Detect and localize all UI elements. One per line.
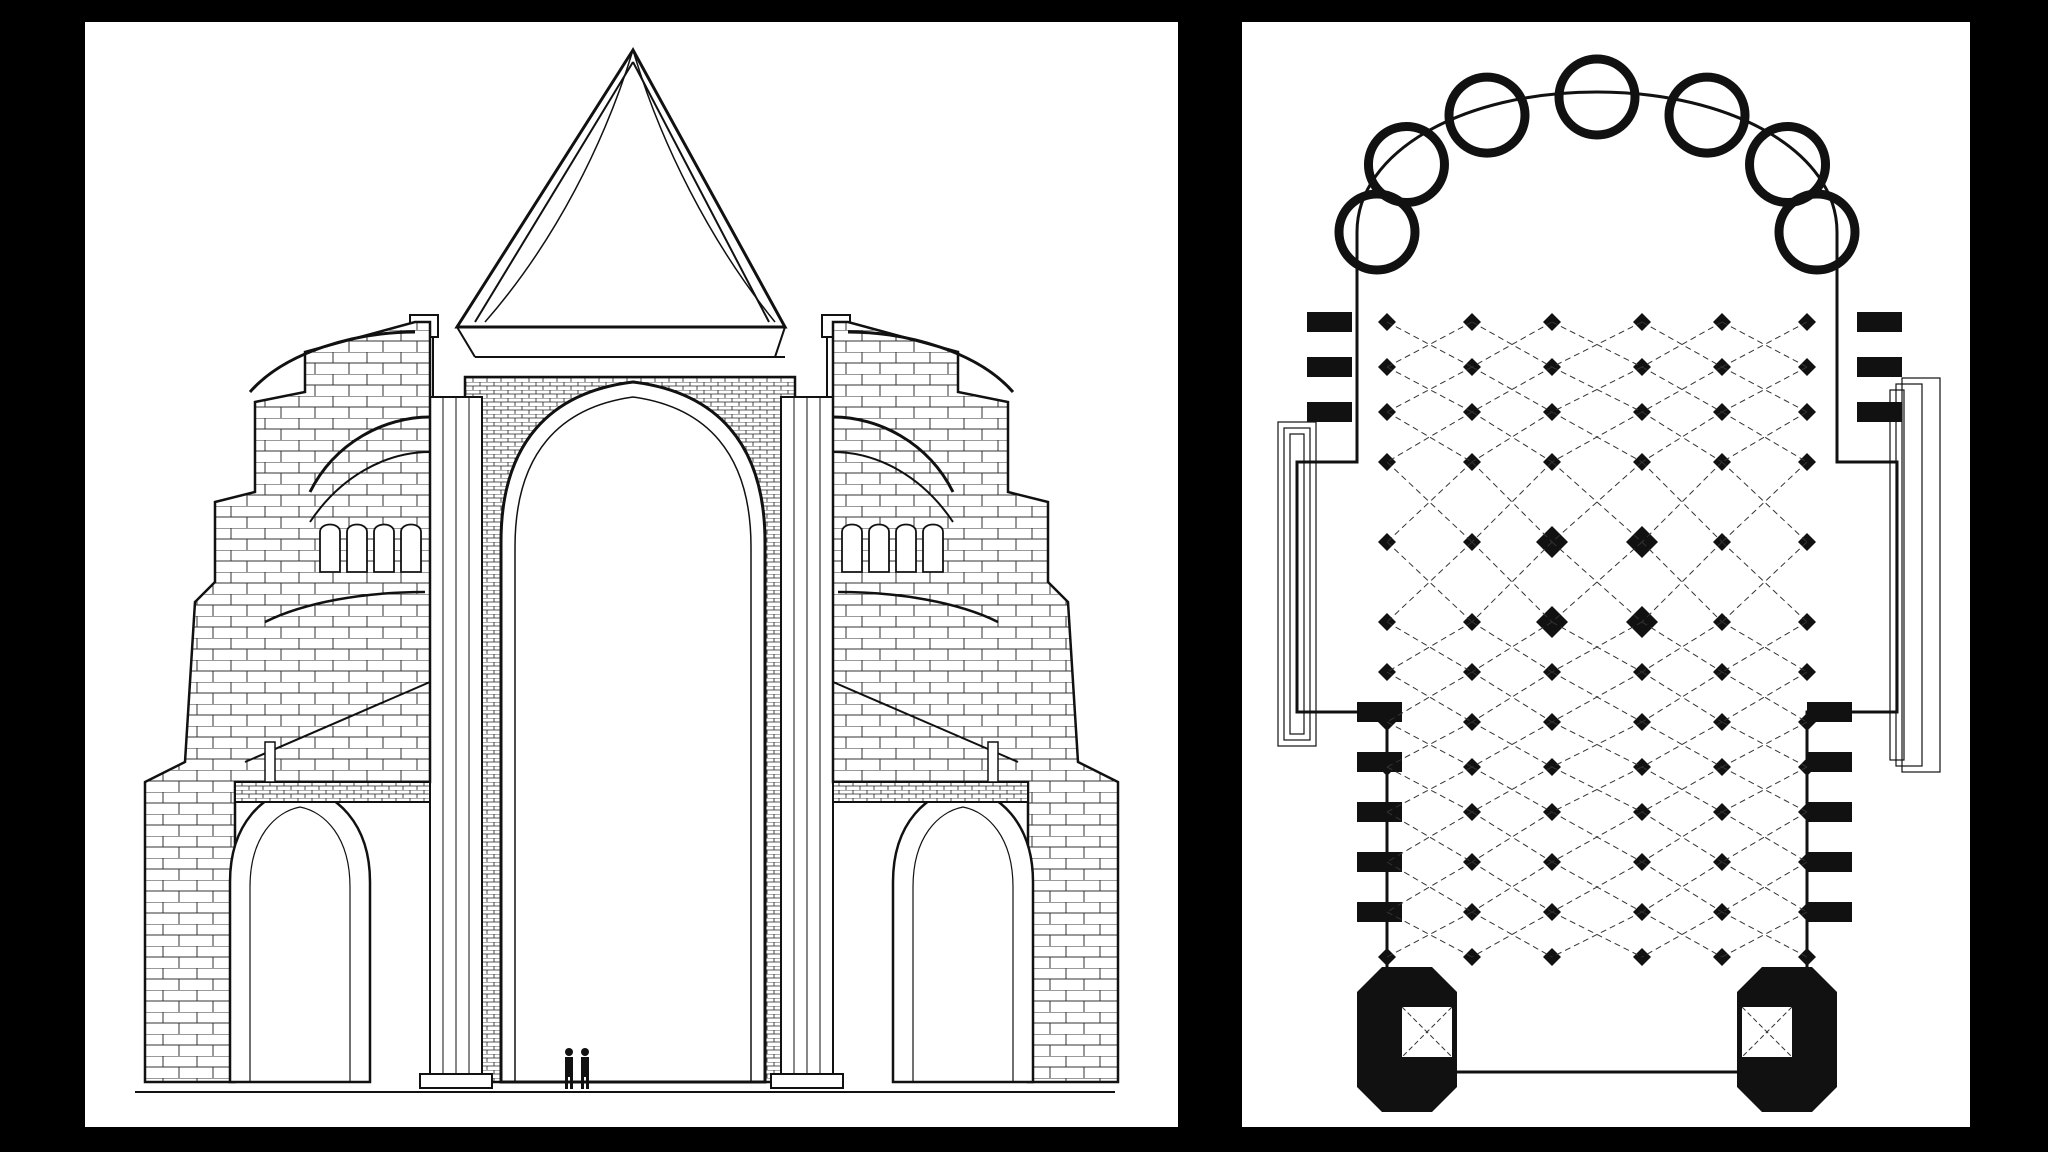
- vault-rib: [1641, 621, 1723, 673]
- vault-rib: [1721, 411, 1808, 463]
- vault-rib: [1551, 861, 1643, 913]
- chapel-ring: [1664, 72, 1750, 158]
- vault-rib: [1721, 541, 1808, 623]
- vault-rib: [1386, 721, 1473, 768]
- vault-rib: [1386, 541, 1473, 623]
- vault-rib: [1386, 766, 1473, 813]
- nave-vault: [463, 375, 797, 1084]
- vault-rib: [1721, 861, 1808, 913]
- buttress: [1807, 702, 1852, 722]
- vault-rib: [1721, 671, 1808, 723]
- vault-rib: [1641, 671, 1723, 723]
- vault-rib: [1386, 911, 1473, 958]
- vault-rib: [1471, 321, 1553, 368]
- roof-gable: [454, 47, 788, 358]
- vault-rib: [1386, 621, 1473, 673]
- vault-rib: [1551, 366, 1643, 413]
- chapel-ring: [1363, 122, 1449, 207]
- vault-rib: [1386, 411, 1473, 463]
- vault-rib: [1386, 671, 1473, 723]
- buttress: [1357, 752, 1402, 772]
- vault-rib: [1641, 861, 1723, 913]
- vault-rib: [1471, 671, 1553, 723]
- vault-rib: [1641, 811, 1723, 863]
- plan-outline: [1295, 90, 1899, 1074]
- vault-rib: [1471, 366, 1553, 413]
- vault-rib: [1551, 411, 1643, 463]
- vault-rib: [1386, 321, 1473, 368]
- left-aisle: [143, 320, 432, 1084]
- transept-steps: [1277, 377, 1941, 773]
- vault-rib: [1721, 621, 1808, 673]
- vault-rib: [1471, 721, 1553, 768]
- pier: [1378, 948, 1396, 966]
- vault-rib: [1551, 766, 1643, 813]
- vault-rib: [1471, 621, 1553, 673]
- vault-rib: [1641, 541, 1723, 623]
- vault-rib: [1721, 461, 1808, 543]
- right-aisle: [831, 320, 1120, 1084]
- vault-rib: [1641, 366, 1723, 413]
- nave-piers: [419, 396, 844, 1089]
- buttress: [1307, 402, 1352, 422]
- vault-rib: [1471, 541, 1553, 623]
- buttress: [1857, 402, 1902, 422]
- cross-section-panel: [85, 22, 1178, 1127]
- vault-rib: [1641, 911, 1723, 958]
- cathedral-cross-section-drawing: [135, 47, 1120, 1093]
- vault-rib: [1721, 721, 1808, 768]
- vault-rib: [1641, 461, 1723, 543]
- floor-plan-panel: [1242, 22, 1970, 1127]
- pier: [1798, 948, 1816, 966]
- vault-rib: [1471, 811, 1553, 863]
- vault-rib: [1551, 541, 1643, 623]
- vault-rib: [1551, 911, 1643, 958]
- vault-rib: [1386, 461, 1473, 543]
- vault-rib: [1721, 911, 1808, 958]
- vault-rib: [1551, 811, 1643, 863]
- vault-ribs: [1386, 321, 1808, 958]
- west-towers: [1357, 967, 1837, 1112]
- vault-rib: [1641, 766, 1723, 813]
- buttress: [1807, 802, 1852, 822]
- chapel-ring: [1554, 54, 1640, 140]
- vault-rib: [1551, 721, 1643, 768]
- vault-rib: [1386, 366, 1473, 413]
- vault-rib: [1721, 766, 1808, 813]
- vault-rib: [1471, 461, 1553, 543]
- vault-rib: [1721, 321, 1808, 368]
- buttress: [1857, 312, 1902, 332]
- cathedral-floor-plan-drawing: [1277, 54, 1941, 1112]
- vault-rib: [1471, 766, 1553, 813]
- radiating-chapels: [1334, 54, 1860, 275]
- buttress: [1307, 312, 1352, 332]
- piers: [1378, 313, 1816, 966]
- vault-rib: [1721, 366, 1808, 413]
- chapel-ring: [1444, 72, 1530, 158]
- vault-rib: [1721, 811, 1808, 863]
- buttresses: [1307, 312, 1902, 922]
- vault-rib: [1551, 671, 1643, 723]
- buttress: [1807, 902, 1852, 922]
- buttress: [1357, 702, 1402, 722]
- buttress: [1857, 357, 1902, 377]
- vault-rib: [1641, 411, 1723, 463]
- vault-rib: [1386, 861, 1473, 913]
- buttress: [1307, 357, 1352, 377]
- buttress: [1807, 752, 1852, 772]
- vault-rib: [1551, 621, 1643, 673]
- vault-rib: [1471, 411, 1553, 463]
- vault-rib: [1471, 861, 1553, 913]
- vault-rib: [1471, 911, 1553, 958]
- vault-rib: [1641, 321, 1723, 368]
- buttress: [1807, 852, 1852, 872]
- vault-rib: [1551, 461, 1643, 543]
- vault-rib: [1551, 321, 1643, 368]
- chapel-ring: [1774, 189, 1860, 275]
- vault-rib: [1641, 721, 1723, 768]
- human-scale-figures: [565, 1048, 589, 1089]
- vault-rib: [1386, 811, 1473, 863]
